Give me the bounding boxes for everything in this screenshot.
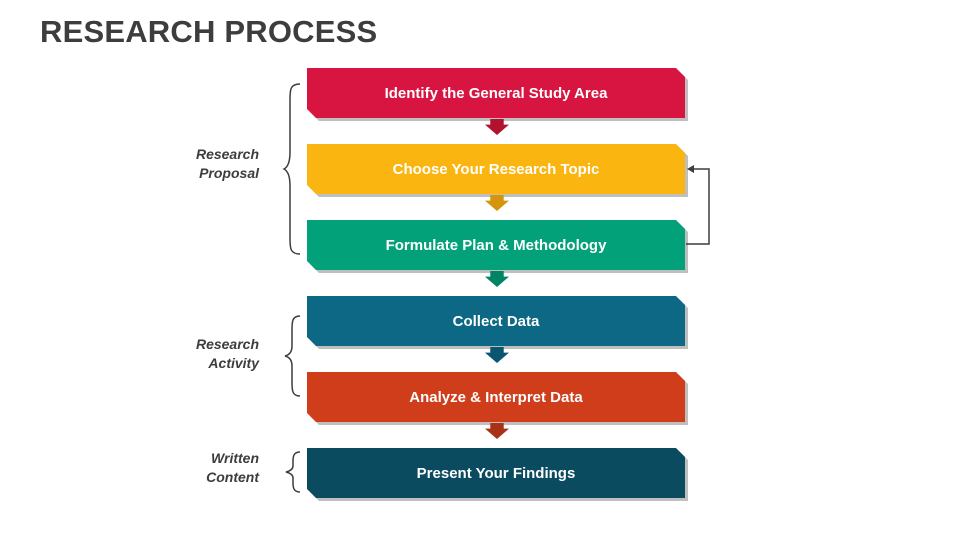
- group-label-line: Written: [211, 450, 259, 466]
- brace-icon: [285, 451, 301, 493]
- step-collect-data: Collect Data: [307, 296, 685, 346]
- brace-icon: [282, 83, 301, 255]
- step-label: Collect Data: [452, 312, 540, 330]
- group-label-written-content: Written Content: [139, 449, 259, 487]
- step-label: Analyze & Interpret Data: [409, 388, 583, 406]
- loop-arrow: [686, 168, 710, 245]
- group-label-line: Proposal: [199, 165, 259, 181]
- step-label: Choose Your Research Topic: [392, 160, 600, 178]
- group-label-line: Content: [206, 469, 259, 485]
- group-label-line: Research: [195, 336, 259, 352]
- arrowhead-icon: [687, 165, 694, 173]
- group-label-line: Activity: [208, 355, 259, 371]
- step-identify-study-area: Identify the General Study Area: [307, 68, 685, 118]
- group-label-line: Research: [195, 146, 259, 162]
- step-analyze-data: Analyze & Interpret Data: [307, 372, 685, 422]
- step-present-findings: Present Your Findings: [307, 448, 685, 498]
- step-label: Present Your Findings: [416, 464, 576, 482]
- page-title: RESEARCH PROCESS: [40, 14, 378, 49]
- brace-icon: [284, 315, 301, 397]
- step-formulate-plan: Formulate Plan & Methodology: [307, 220, 685, 270]
- step-choose-topic: Choose Your Research Topic: [307, 144, 685, 194]
- step-label: Identify the General Study Area: [384, 84, 608, 102]
- group-label-research-proposal: Research Proposal: [139, 145, 259, 183]
- group-label-research-activity: Research Activity: [139, 335, 259, 373]
- step-label: Formulate Plan & Methodology: [385, 236, 607, 254]
